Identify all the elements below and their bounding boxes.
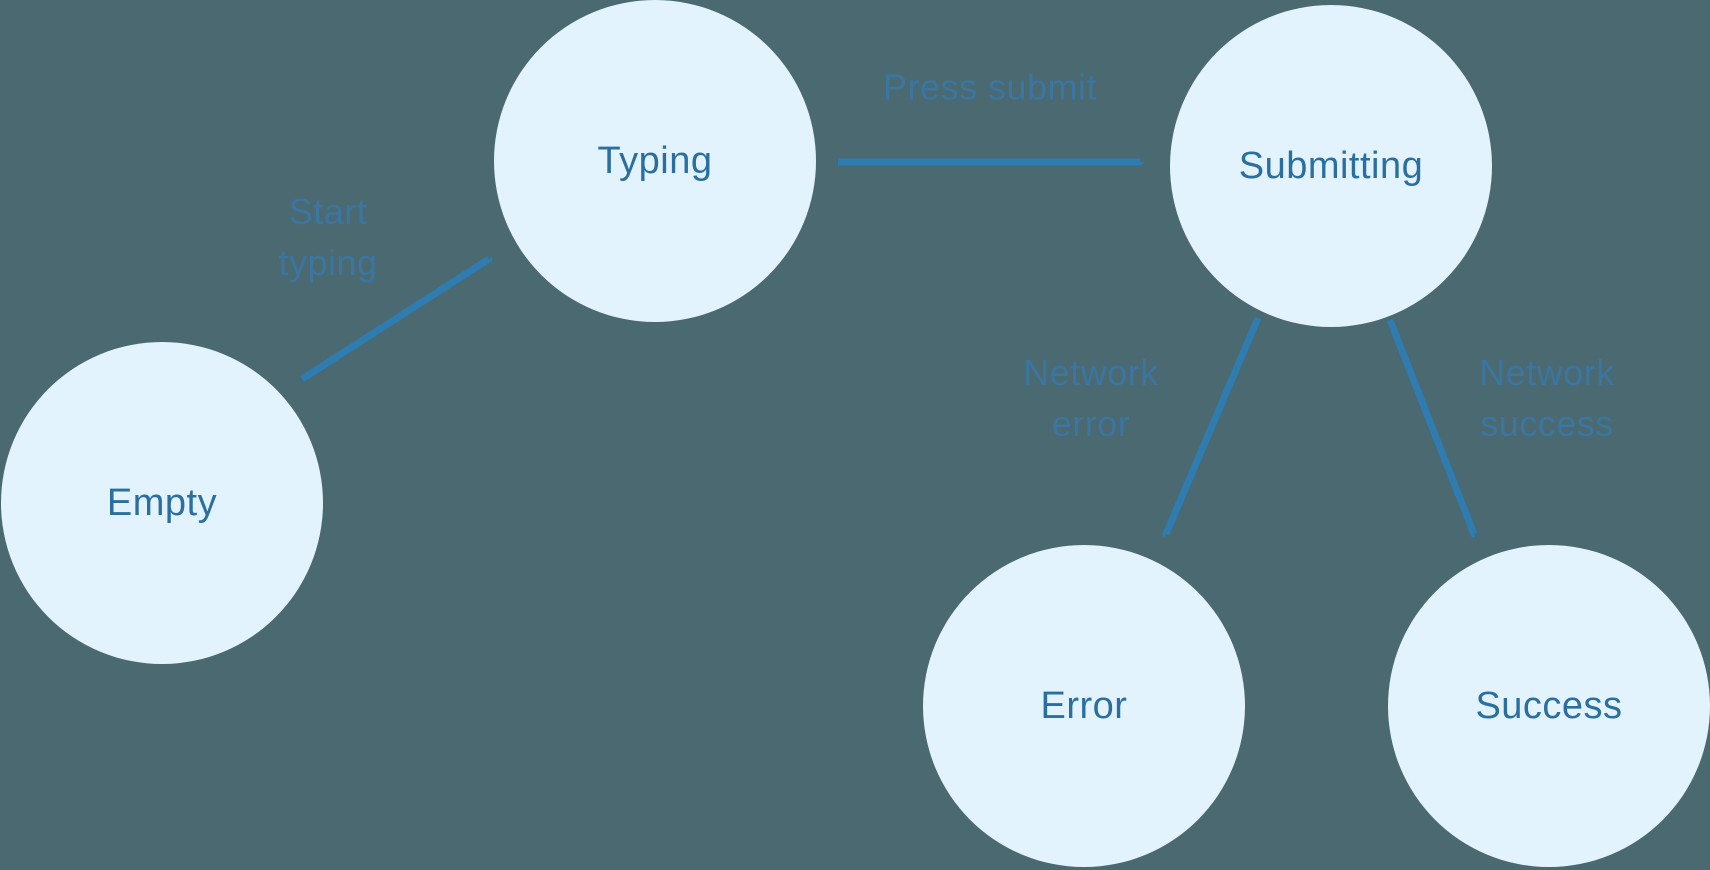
- edge-label-network-error: Network error: [1023, 347, 1159, 449]
- node-submitting: Submitting: [1170, 5, 1492, 327]
- edge-arrow-submitting-to-error: [1166, 316, 1262, 534]
- node-submitting-label: Submitting: [1238, 144, 1424, 187]
- edge-label-line: Network: [1479, 352, 1615, 393]
- edge-label-line: error: [1051, 403, 1131, 444]
- edge-label-line: Start: [288, 191, 368, 232]
- edge-label-line: Press submit: [882, 66, 1098, 108]
- node-typing: Typing: [494, 0, 816, 322]
- node-error: Error: [923, 545, 1245, 867]
- node-error-label: Error: [1040, 684, 1128, 727]
- node-empty: Empty: [1, 342, 323, 664]
- edge-label-line: success: [1480, 403, 1614, 444]
- edge-label-press-submit: Press submit: [883, 62, 1097, 113]
- edge-label-line: Network: [1023, 352, 1159, 393]
- edge-arrow-empty-to-typing: [300, 259, 489, 382]
- edge-label-network-success: Network success: [1479, 347, 1615, 449]
- edge-label-line: typing: [278, 242, 378, 283]
- node-success: Success: [1388, 545, 1710, 867]
- node-success-label: Success: [1475, 684, 1623, 727]
- node-empty-label: Empty: [106, 481, 218, 524]
- node-typing-label: Typing: [597, 139, 713, 182]
- edge-label-start-typing: Start typing: [278, 186, 377, 288]
- edge-arrow-submitting-to-success: [1386, 318, 1474, 534]
